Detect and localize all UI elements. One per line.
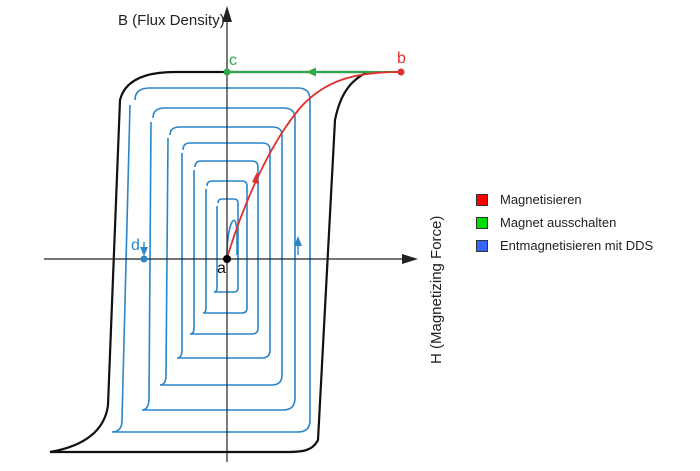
blue-arrowhead-up xyxy=(294,236,302,246)
demagnetizing-loops xyxy=(111,87,311,433)
legend-item-demagnetize: Entmagnetisieren mit DDS xyxy=(476,234,653,257)
legend-swatch-blue xyxy=(476,239,488,252)
point-b xyxy=(397,68,405,76)
point-c-label: c xyxy=(229,52,237,69)
demag-loop-6 xyxy=(202,180,248,314)
demag-loop-7 xyxy=(213,198,239,293)
legend: Magnetisieren Magnet ausschalten Entmagn… xyxy=(476,188,653,257)
switch-off-arrowhead xyxy=(306,67,316,77)
magnetizing-arrowhead xyxy=(252,172,259,184)
demag-loop-2 xyxy=(141,107,296,411)
legend-swatch-green xyxy=(476,216,488,229)
demag-loop-5 xyxy=(189,160,259,335)
legend-label: Entmagnetisieren mit DDS xyxy=(500,238,654,253)
x-axis-arrowhead xyxy=(402,254,418,264)
legend-item-magnetize: Magnetisieren xyxy=(476,188,653,211)
point-d xyxy=(140,255,148,263)
blue-arrowhead-down xyxy=(140,247,148,256)
point-d-label: d xyxy=(131,237,140,254)
point-b-label: b xyxy=(397,50,406,67)
point-c xyxy=(223,68,231,76)
legend-label: Magnet ausschalten xyxy=(500,215,617,230)
x-axis-label: H (Magnetizing Force) xyxy=(428,216,445,364)
legend-swatch-red xyxy=(476,193,488,206)
point-a-label: a xyxy=(217,260,226,277)
legend-label: Magnetisieren xyxy=(500,192,582,207)
point-a xyxy=(223,255,231,263)
y-axis-label: B (Flux Density) xyxy=(118,12,225,29)
outer-hysteresis-loop xyxy=(49,70,369,454)
legend-item-switch-off: Magnet ausschalten xyxy=(476,211,653,234)
demag-loop-1 xyxy=(111,87,311,433)
magnetizing-curve xyxy=(226,71,401,259)
demag-loop-3 xyxy=(159,126,283,386)
demag-loop-4 xyxy=(176,142,271,359)
y-axis-arrowhead xyxy=(222,6,232,22)
